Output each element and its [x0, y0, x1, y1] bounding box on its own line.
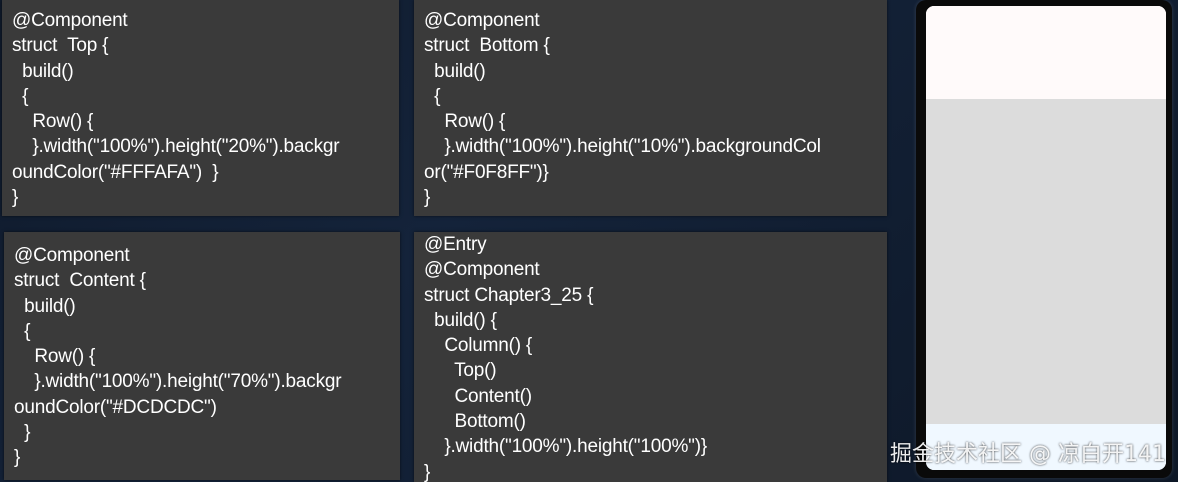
code-panel-content: @Component struct Content { build() { Ro… [4, 232, 400, 480]
code-panel-top: @Component struct Top { build() { Row() … [2, 0, 399, 216]
device-preview [916, 0, 1172, 478]
code-text-content: @Component struct Content { build() { Ro… [14, 245, 342, 469]
watermark-text: 掘金技术社区 @ 凉白开141 [890, 442, 1166, 467]
preview-content-row [926, 98, 1166, 424]
preview-top-row [926, 6, 1166, 99]
code-panel-bottom: @Component struct Bottom { build() { Row… [414, 0, 887, 216]
device-screen [926, 6, 1166, 470]
code-panel-entry: @Entry @Component struct Chapter3_25 { b… [414, 232, 887, 482]
code-text-entry: @Entry @Component struct Chapter3_25 { b… [424, 234, 707, 482]
code-text-bottom: @Component struct Bottom { build() { Row… [424, 10, 821, 209]
preview-bottom-row [926, 423, 1166, 470]
code-text-top: @Component struct Top { build() { Row() … [12, 10, 340, 209]
